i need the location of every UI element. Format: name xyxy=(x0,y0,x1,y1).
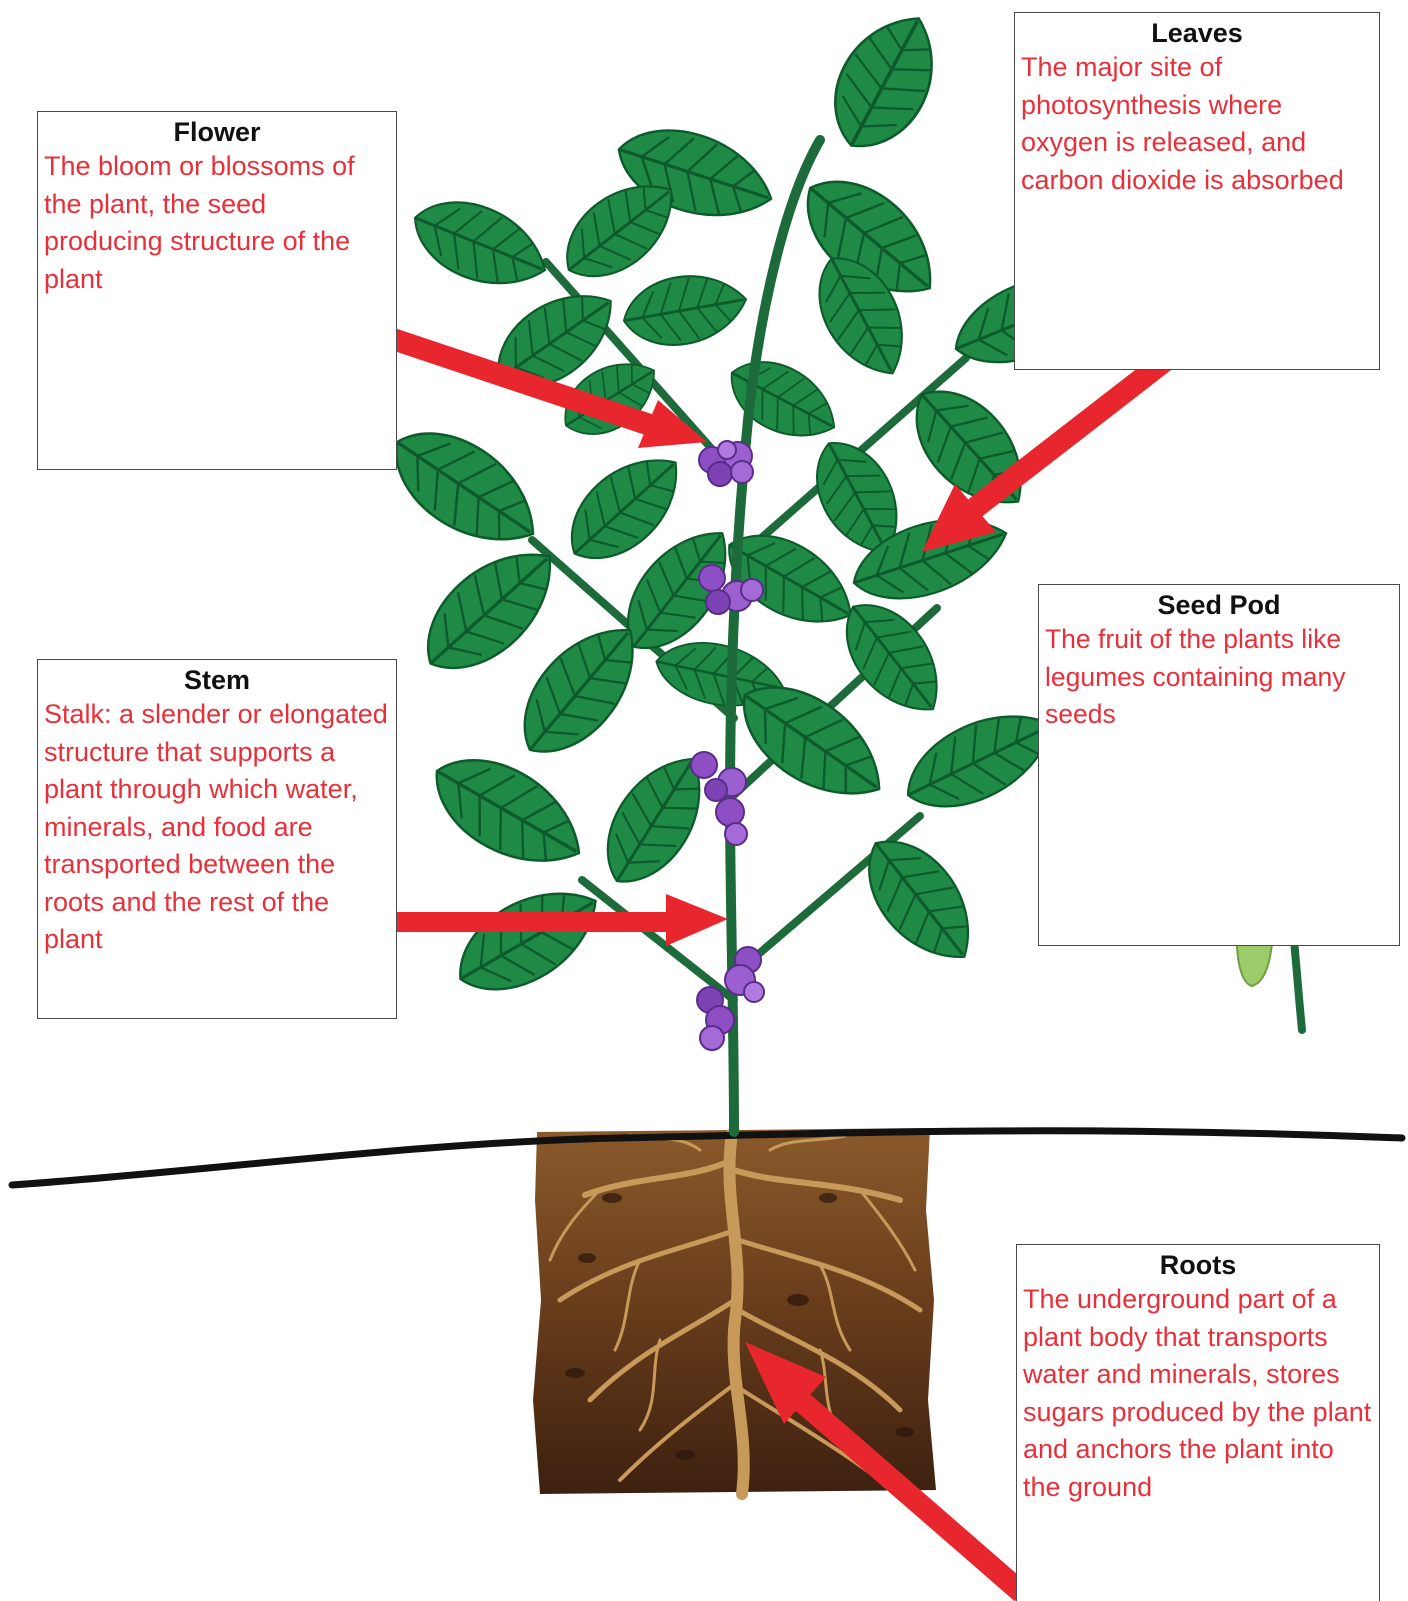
seed-pod-title: Seed Pod xyxy=(1045,589,1393,621)
flower-title: Flower xyxy=(44,116,390,148)
seed-pod-description: The fruit of the plants like legumes con… xyxy=(1045,621,1393,734)
leaves-label-box: Leaves The major site of photosynthesis … xyxy=(1014,12,1380,370)
flower-description: The bloom or blossoms of the plant, the … xyxy=(44,148,390,298)
stem-description: Stalk: a slender or elongated structure … xyxy=(44,696,390,959)
stem-title: Stem xyxy=(44,664,390,696)
flower-cluster-top xyxy=(699,441,753,486)
seed-pod-label-box: Seed Pod The fruit of the plants like le… xyxy=(1038,584,1400,946)
roots-label-box: Roots The underground part of a plant bo… xyxy=(1016,1244,1380,1601)
roots-title: Roots xyxy=(1023,1249,1373,1281)
leaves-description: The major site of photosynthesis where o… xyxy=(1021,49,1373,199)
roots-description: The underground part of a plant body tha… xyxy=(1023,1281,1373,1506)
plant-leaves xyxy=(374,0,1121,1012)
stem-label-box: Stem Stalk: a slender or elongated struc… xyxy=(37,659,397,1019)
leaves-title: Leaves xyxy=(1021,17,1373,49)
flower-label-box: Flower The bloom or blossoms of the plan… xyxy=(37,111,397,470)
